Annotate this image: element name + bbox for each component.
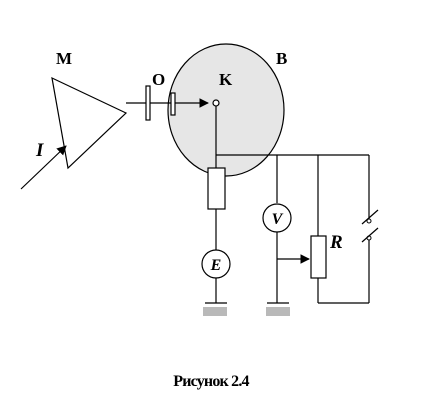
label-bulb: B: [276, 49, 287, 68]
photocell-bulb: [167, 43, 285, 177]
load-resistor: [207, 167, 226, 210]
shutter-slit: [145, 85, 151, 121]
potentiometer: [310, 235, 327, 279]
label-monochromator: M: [56, 49, 72, 68]
figure-caption: Рисунок 2.4: [173, 373, 249, 390]
label-resistor: R: [329, 232, 343, 253]
switch-contact-top: [366, 218, 372, 224]
label-shutter: O: [152, 70, 165, 89]
label-light: I: [35, 140, 44, 161]
ground-block-right: [266, 307, 290, 316]
switch-blade-lower: [361, 227, 379, 243]
label-source: E: [210, 257, 222, 274]
switch-blade-upper: [361, 209, 379, 225]
cathode-terminal: [212, 99, 220, 107]
label-voltmeter: V: [272, 211, 284, 228]
ground-block-left: [203, 307, 227, 316]
incident-light-arrow: [20, 145, 67, 190]
label-cathode: K: [219, 70, 233, 89]
bulb-window: [170, 92, 176, 116]
monochromator-triangle: [51, 76, 128, 170]
